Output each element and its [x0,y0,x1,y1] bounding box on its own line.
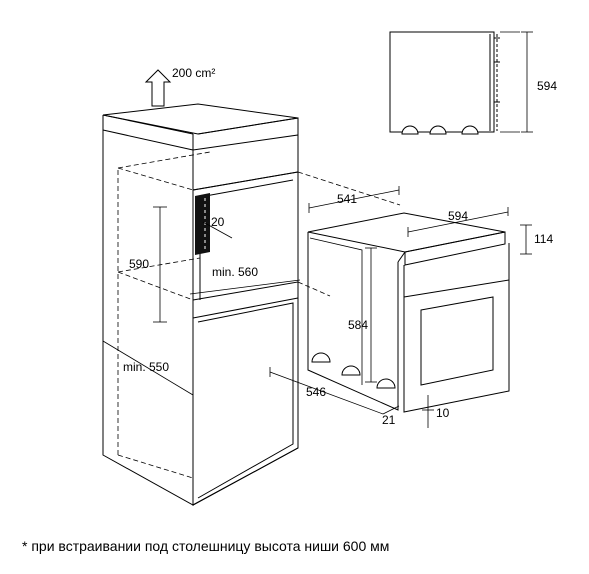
niche-min-width-label: min. 560 [212,265,258,279]
vent-arrow-icon [144,69,172,107]
tall-cabinet [102,103,299,506]
oven-perspective [307,212,510,413]
footnote: * при встраивании под столешницу высота … [22,538,390,554]
oven-side-view [389,31,520,133]
oven-feet [311,352,396,389]
panel-height-label: 114 [534,232,553,246]
vent-gap-label: 20 [211,215,225,229]
dimension-lines [102,31,533,428]
niche-height-label: 590 [129,257,149,271]
cabinet-hidden-lines [117,151,401,479]
bottom-offset-label: 21 [382,413,396,427]
door-offset-label: 10 [436,406,450,420]
vent-area-label: 200 cm² [172,66,215,80]
side-view-feet [401,125,479,135]
oven-side-depth-label: 546 [306,385,326,399]
vent-grille [195,193,210,255]
niche-min-depth-label: min. 550 [123,360,169,374]
oven-body-height-label: 584 [348,318,368,332]
oven-width-label: 594 [448,209,468,223]
side-height-label: 594 [537,79,557,93]
oven-depth-label: 541 [337,192,357,206]
